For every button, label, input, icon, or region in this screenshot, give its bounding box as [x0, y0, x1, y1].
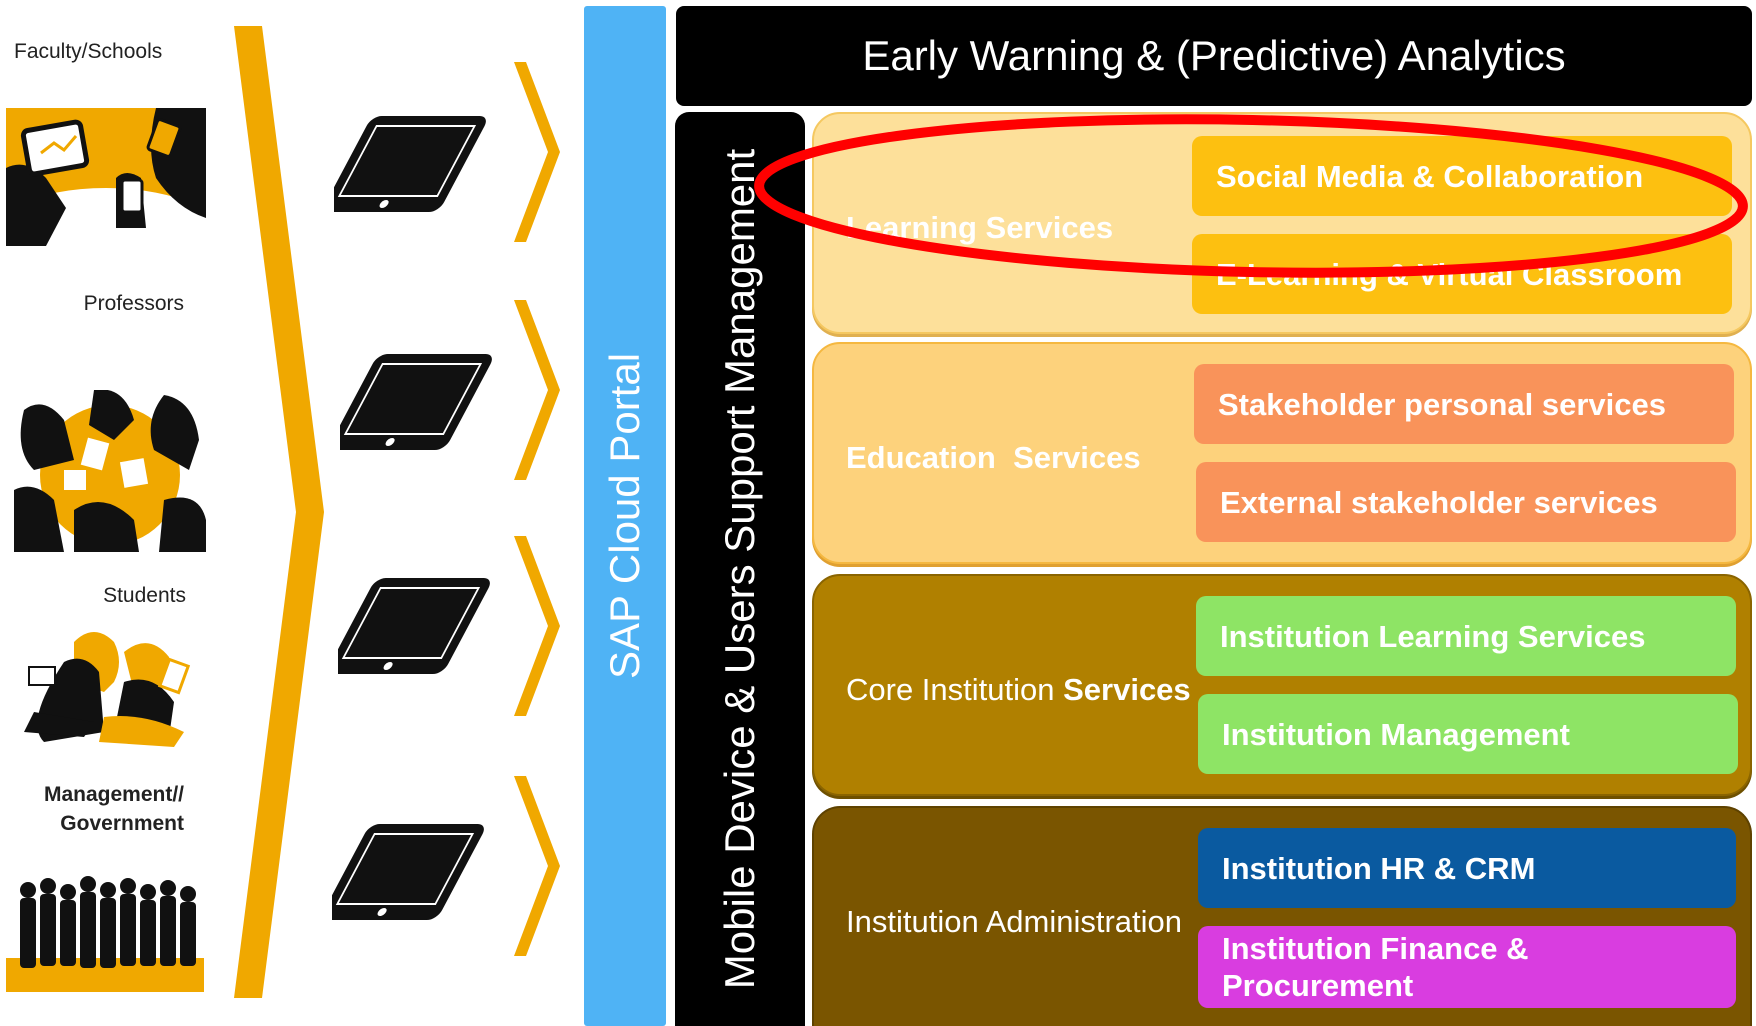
tablet-icon-2 — [340, 354, 492, 450]
professors-image — [14, 390, 206, 552]
persona-label-management: Management// Government — [14, 780, 184, 838]
students-image — [4, 622, 204, 752]
group-label-admin: Institution Administration — [846, 904, 1183, 939]
persona-label-management-line2: Government — [60, 812, 184, 835]
service-e-learning: E-Learning & Virtual Classroom — [1192, 234, 1732, 314]
persona-label-professors: Professors — [83, 292, 184, 315]
faculty-image — [6, 108, 206, 246]
service-institution-hr-crm: Institution HR & CRM — [1198, 828, 1736, 908]
sap-cloud-portal-bar: SAP Cloud Portal — [584, 6, 666, 1026]
tablet-icon-3 — [338, 578, 490, 674]
group-label-core: Core Institution Services — [846, 672, 1191, 708]
service-external-stakeholder: External stakeholder services — [1196, 462, 1736, 542]
mobile-device-management-bar: Mobile Device & Users Support Management — [675, 112, 805, 1026]
tablet-icon-4 — [332, 824, 484, 920]
service-institution-finance-line1: Institution Finance & — [1222, 931, 1529, 966]
service-stakeholder-personal: Stakeholder personal services — [1194, 364, 1734, 444]
mobile-device-management-label: Mobile Device & Users Support Management — [716, 148, 763, 990]
persona-label-faculty: Faculty/Schools — [14, 40, 163, 63]
chevron-right-icon-4 — [514, 776, 560, 956]
group-education-services: Education Services Stakeholder personal … — [812, 342, 1752, 564]
tablet-icon-1 — [334, 116, 486, 212]
service-institution-management: Institution Management — [1198, 694, 1738, 774]
chevron-right-icon-3 — [514, 536, 560, 716]
analytics-header-title: Early Warning & (Predictive) Analytics — [862, 32, 1566, 79]
service-institution-learning: Institution Learning Services — [1196, 596, 1736, 676]
chevron-right-icon-1 — [514, 62, 560, 242]
persona-label-students: Students — [103, 584, 186, 607]
service-institution-finance: Institution Finance & Procurement — [1198, 926, 1736, 1008]
group-institution-administration: Institution Administration Institution H… — [812, 806, 1752, 1026]
chevron-right-icon-2 — [514, 300, 560, 480]
group-core-institution-services: Core Institution Services Institution Le… — [812, 574, 1752, 796]
group-learning-services: Learning Services Social Media & Collabo… — [812, 112, 1752, 334]
group-label-core-prefix: Core Institution — [846, 672, 1064, 707]
persona-label-management-line1: Management// — [43, 783, 184, 806]
group-label-learning: Learning Services — [846, 210, 1114, 245]
group-label-core-bold: Services — [1063, 672, 1191, 707]
chevron-bracket-large — [234, 26, 324, 998]
sap-cloud-portal-label: SAP Cloud Portal — [601, 352, 648, 680]
service-social-media: Social Media & Collaboration — [1192, 136, 1732, 216]
management-image — [6, 870, 204, 992]
service-institution-finance-line2: Procurement — [1222, 968, 1414, 1003]
analytics-header: Early Warning & (Predictive) Analytics — [676, 6, 1752, 106]
group-label-education: Education Services — [846, 440, 1141, 475]
